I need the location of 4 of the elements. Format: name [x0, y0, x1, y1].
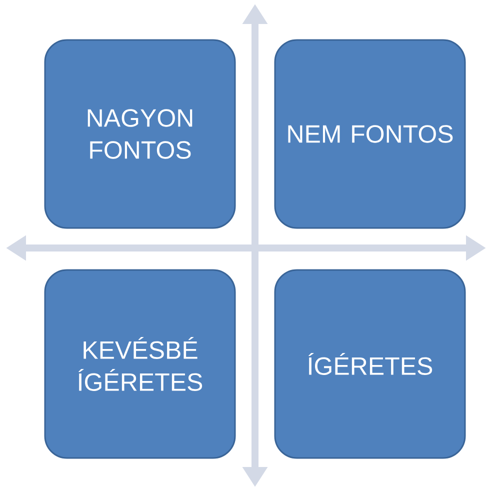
- quadrant-box: NEM FONTOS: [274, 39, 466, 229]
- quadrant-box: NAGYON FONTOS: [44, 39, 236, 229]
- quadrant-box: ÍGÉRETES: [274, 269, 466, 459]
- quadrant-box: KEVÉSBÉ ÍGÉRETES: [44, 269, 236, 459]
